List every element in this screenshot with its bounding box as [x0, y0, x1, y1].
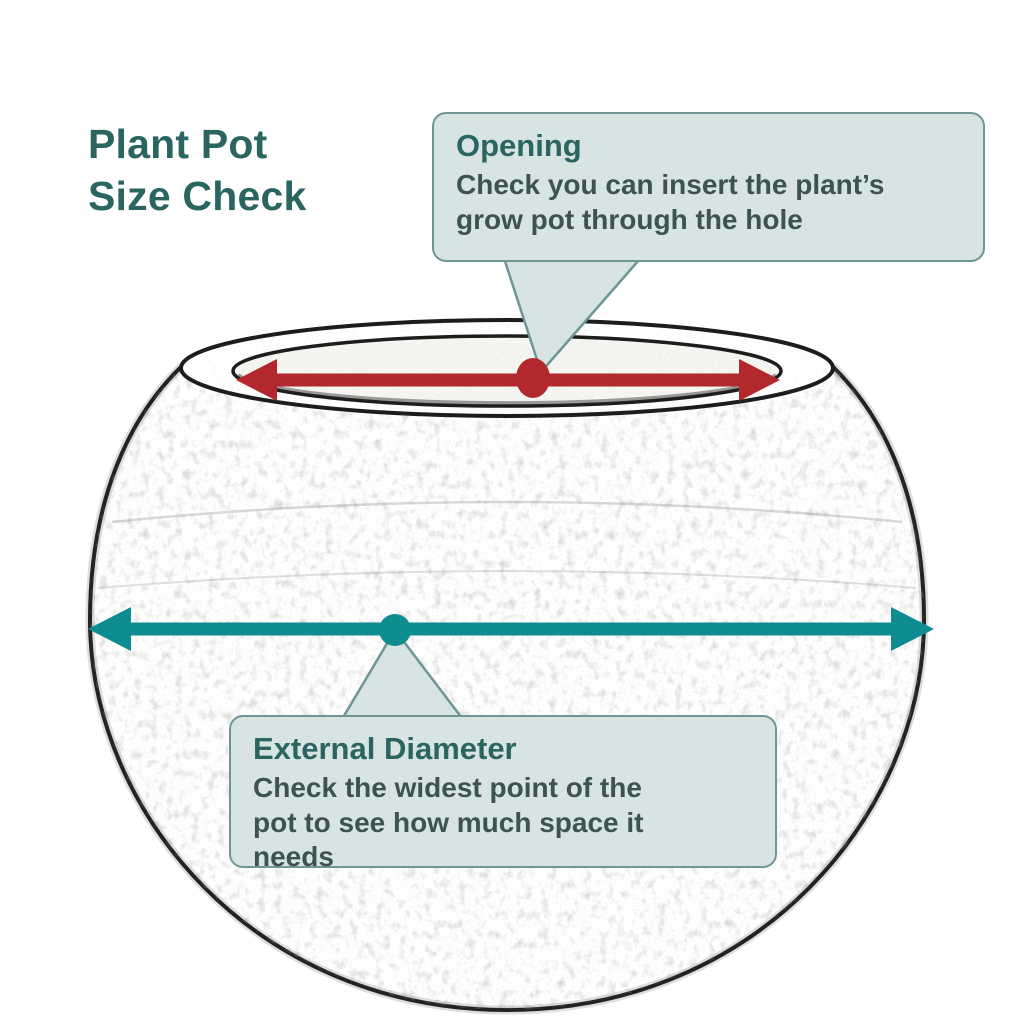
diameter-arrow-head-right — [891, 607, 934, 651]
pot-opening-inner-shadow — [236, 373, 778, 406]
pot-shading-line-2 — [97, 570, 917, 589]
opening-arrow-dot — [516, 358, 550, 398]
opening-arrow-head-left — [236, 359, 277, 401]
diameter-arrow-head-left — [88, 607, 131, 651]
pot-opening-texture — [233, 336, 781, 406]
callout-external-diameter-heading: External Diameter — [253, 731, 517, 766]
diameter-arrow — [88, 607, 934, 651]
page-title-line1: Plant Pot — [88, 121, 268, 167]
page-title-line2: Size Check — [88, 173, 307, 220]
callout-external-diameter: External Diameter Check the widest point… — [229, 715, 777, 872]
pot-body-edge-shading — [85, 362, 929, 1015]
callout-external-diameter-body: Check the widest point of the pot to see… — [253, 772, 644, 873]
diameter-arrow-dot — [379, 614, 411, 646]
opening-arrow — [236, 358, 780, 401]
callout-opening-body: Check you can insert the plant’s grow po… — [456, 169, 885, 235]
pot-shading-line-1 — [111, 500, 903, 524]
callout-opening-heading: Opening — [456, 128, 582, 163]
pot-body-grain — [90, 366, 924, 1010]
opening-arrow-head-right — [739, 359, 780, 401]
callout-opening: Opening Check you can insert the plant’s… — [432, 112, 985, 262]
page-title: Plant Pot Size Check — [88, 118, 307, 222]
